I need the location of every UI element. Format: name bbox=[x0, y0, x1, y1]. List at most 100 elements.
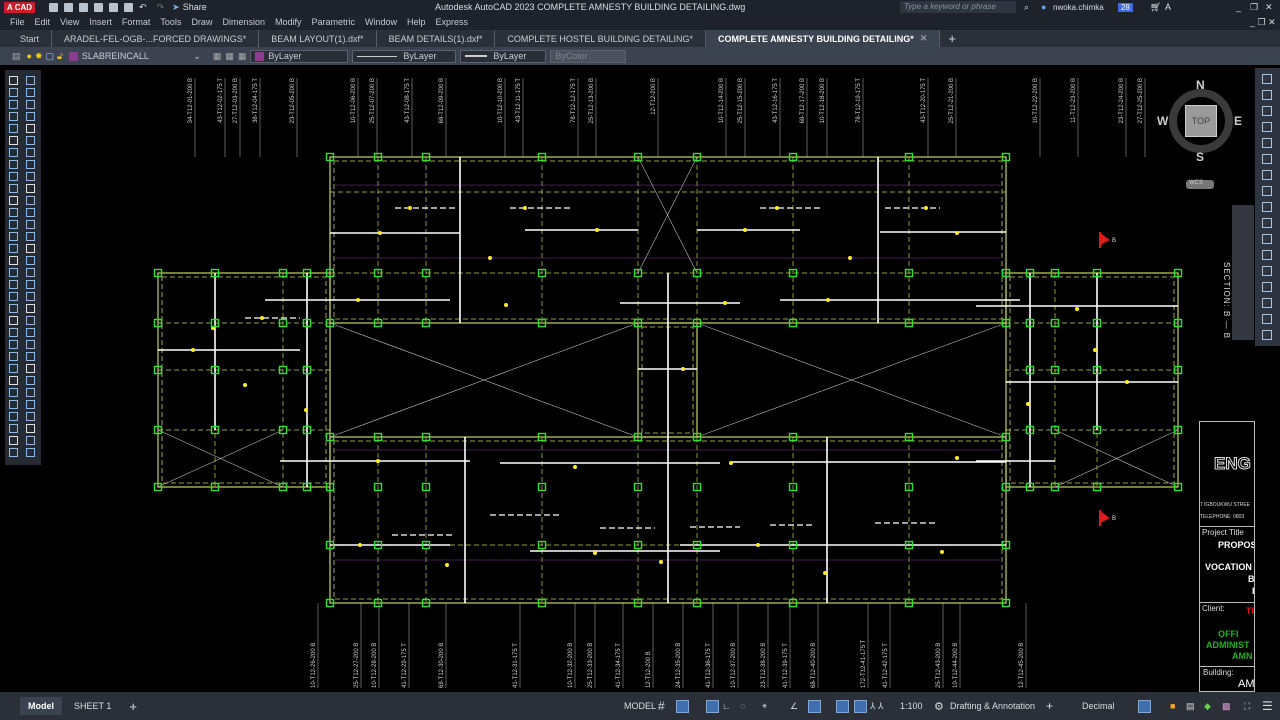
menu-edit[interactable]: Edit bbox=[34, 17, 51, 27]
menu-view[interactable]: View bbox=[60, 17, 80, 27]
new-icon[interactable] bbox=[49, 2, 59, 12]
draw-tool-icon[interactable] bbox=[26, 400, 35, 409]
draw-tool-icon[interactable] bbox=[26, 280, 35, 289]
share-button[interactable]: Share bbox=[182, 2, 207, 12]
draw-tool-icon[interactable] bbox=[9, 100, 18, 109]
draw-tool-icon[interactable] bbox=[9, 184, 18, 193]
draw-tool-icon[interactable] bbox=[9, 160, 18, 169]
draw-tool-icon[interactable] bbox=[26, 220, 35, 229]
draw-tool-icon[interactable] bbox=[9, 136, 18, 145]
draw-tool-icon[interactable] bbox=[26, 196, 35, 205]
workspace-switcher[interactable]: Drafting & Annotation bbox=[950, 701, 1036, 711]
lineweight-icon[interactable]: ∠ bbox=[790, 700, 799, 711]
search-icon[interactable]: ⌕ bbox=[1024, 1, 1030, 12]
draw-tool-icon[interactable] bbox=[26, 292, 35, 301]
draw-tool-icon[interactable] bbox=[26, 376, 35, 385]
modify-tool-icon[interactable] bbox=[1262, 90, 1272, 100]
gear-icon[interactable]: ⚙ bbox=[934, 700, 944, 713]
close-tab-icon[interactable]: ✕ bbox=[919, 33, 928, 43]
draw-tool-icon[interactable] bbox=[9, 292, 18, 301]
draw-tool-icon[interactable] bbox=[9, 220, 18, 229]
compass-ring[interactable] bbox=[1169, 89, 1233, 153]
infer-constraints-toggle[interactable] bbox=[706, 699, 719, 713]
polar-icon[interactable]: ◌ bbox=[740, 701, 746, 711]
snap-toggle[interactable] bbox=[676, 699, 689, 713]
modify-tool-icon[interactable] bbox=[1262, 266, 1272, 276]
draw-tool-icon[interactable] bbox=[9, 364, 18, 373]
draw-tool-icon[interactable] bbox=[26, 112, 35, 121]
draw-tool-icon[interactable] bbox=[26, 340, 35, 349]
draw-tool-icon[interactable] bbox=[26, 244, 35, 253]
draw-tool-icon[interactable] bbox=[9, 172, 18, 181]
compass-north[interactable]: N bbox=[1196, 78, 1205, 92]
tab-amnesty[interactable]: COMPLETE AMNESTY BUILDING DETAILING*✕ bbox=[705, 30, 941, 47]
menu-express[interactable]: Express bbox=[435, 17, 469, 27]
lock-ui-icon[interactable]: ■ bbox=[1170, 701, 1176, 711]
modify-tool-icon[interactable] bbox=[1262, 106, 1272, 116]
draw-tool-icon[interactable] bbox=[9, 424, 18, 433]
modify-tool-icon[interactable] bbox=[1262, 122, 1272, 132]
viewcube[interactable]: TOP N S E W bbox=[1157, 78, 1242, 164]
doc-minimize-button[interactable]: _ ❐ ✕ bbox=[1250, 16, 1276, 27]
make-current-icon[interactable]: ▦ bbox=[212, 50, 222, 61]
hardware-accel-icon[interactable]: ▩ bbox=[1222, 700, 1231, 711]
open-icon[interactable] bbox=[64, 2, 74, 12]
model-space-toggle[interactable]: MODEL bbox=[624, 701, 657, 711]
draw-tool-icon[interactable] bbox=[26, 304, 35, 313]
draw-tool-icon[interactable] bbox=[26, 436, 35, 445]
draw-tool-icon[interactable] bbox=[9, 352, 18, 361]
layout-tab-sheet1[interactable]: SHEET 1 bbox=[74, 701, 112, 711]
draw-tool-icon[interactable] bbox=[26, 136, 35, 145]
draw-tool-icon[interactable] bbox=[9, 232, 18, 241]
modify-tool-icon[interactable] bbox=[1262, 234, 1272, 244]
search-input[interactable]: Type a keyword or phrase bbox=[900, 1, 1016, 13]
menu-format[interactable]: Format bbox=[121, 17, 151, 27]
compass-south[interactable]: S bbox=[1196, 150, 1205, 164]
draw-tool-icon[interactable] bbox=[26, 88, 35, 97]
modify-tool-icon[interactable] bbox=[1262, 170, 1272, 180]
draw-tool-icon[interactable] bbox=[26, 124, 35, 133]
linetype-dropdown[interactable]: ByLayer bbox=[352, 49, 457, 63]
modify-tool-icon[interactable] bbox=[1262, 186, 1272, 196]
annotation-visibility-toggle[interactable] bbox=[836, 699, 849, 713]
menu-parametric[interactable]: Parametric bbox=[311, 17, 356, 27]
draw-tool-icon[interactable] bbox=[26, 316, 35, 325]
draw-tool-icon[interactable] bbox=[9, 412, 18, 421]
draw-tool-icon[interactable] bbox=[26, 256, 35, 265]
menu-help[interactable]: Help bbox=[407, 17, 426, 27]
draw-tool-icon[interactable] bbox=[26, 424, 35, 433]
navigation-bar[interactable] bbox=[1232, 205, 1254, 340]
menu-modify[interactable]: Modify bbox=[274, 17, 302, 27]
tab-aradel[interactable]: ARADEL-FEL-OGB-...FORCED DRAWINGS* bbox=[52, 30, 260, 47]
menu-tools[interactable]: Tools bbox=[160, 17, 182, 27]
draw-tool-icon[interactable] bbox=[26, 172, 35, 181]
modify-tool-icon[interactable] bbox=[1262, 250, 1272, 260]
draw-tool-icon[interactable] bbox=[26, 100, 35, 109]
draw-tool-icon[interactable] bbox=[9, 208, 18, 217]
print-status-icon[interactable]: ▤ bbox=[1186, 700, 1195, 711]
draw-tool-icon[interactable] bbox=[26, 76, 35, 85]
draw-tool-icon[interactable] bbox=[9, 400, 18, 409]
draw-tool-icon[interactable] bbox=[9, 388, 18, 397]
plus-icon[interactable]: + bbox=[1046, 699, 1054, 713]
cart-icon[interactable]: 🛒︎ bbox=[1150, 1, 1162, 12]
customize-menu-icon[interactable]: ☰ bbox=[1262, 699, 1273, 713]
quick-properties-toggle[interactable] bbox=[1138, 699, 1151, 713]
modify-tool-icon[interactable] bbox=[1262, 330, 1272, 340]
draw-tool-icon[interactable] bbox=[9, 256, 18, 265]
draw-tool-icon[interactable] bbox=[26, 268, 35, 277]
notifications-badge[interactable]: 28 bbox=[1118, 2, 1133, 12]
minimize-button[interactable]: _ bbox=[1236, 2, 1242, 12]
color-dropdown[interactable]: ByLayer bbox=[250, 49, 349, 63]
draw-tool-icon[interactable] bbox=[9, 316, 18, 325]
viewcube-top-face[interactable]: TOP bbox=[1185, 105, 1217, 137]
new-tab-button[interactable]: + bbox=[948, 31, 956, 46]
layout-tab-model[interactable]: Model bbox=[20, 697, 62, 715]
annotation-icon[interactable]: ⅄ ⅄ bbox=[870, 700, 884, 711]
draw-tool-icon[interactable] bbox=[26, 388, 35, 397]
draw-tool-icon[interactable] bbox=[9, 436, 18, 445]
isolate-icon[interactable]: ◆ bbox=[1204, 700, 1211, 711]
draw-tool-icon[interactable] bbox=[26, 352, 35, 361]
tab-beam-layout[interactable]: BEAM LAYOUT(1).dxf* bbox=[259, 30, 377, 47]
units-dropdown[interactable]: Decimal bbox=[1082, 701, 1115, 711]
